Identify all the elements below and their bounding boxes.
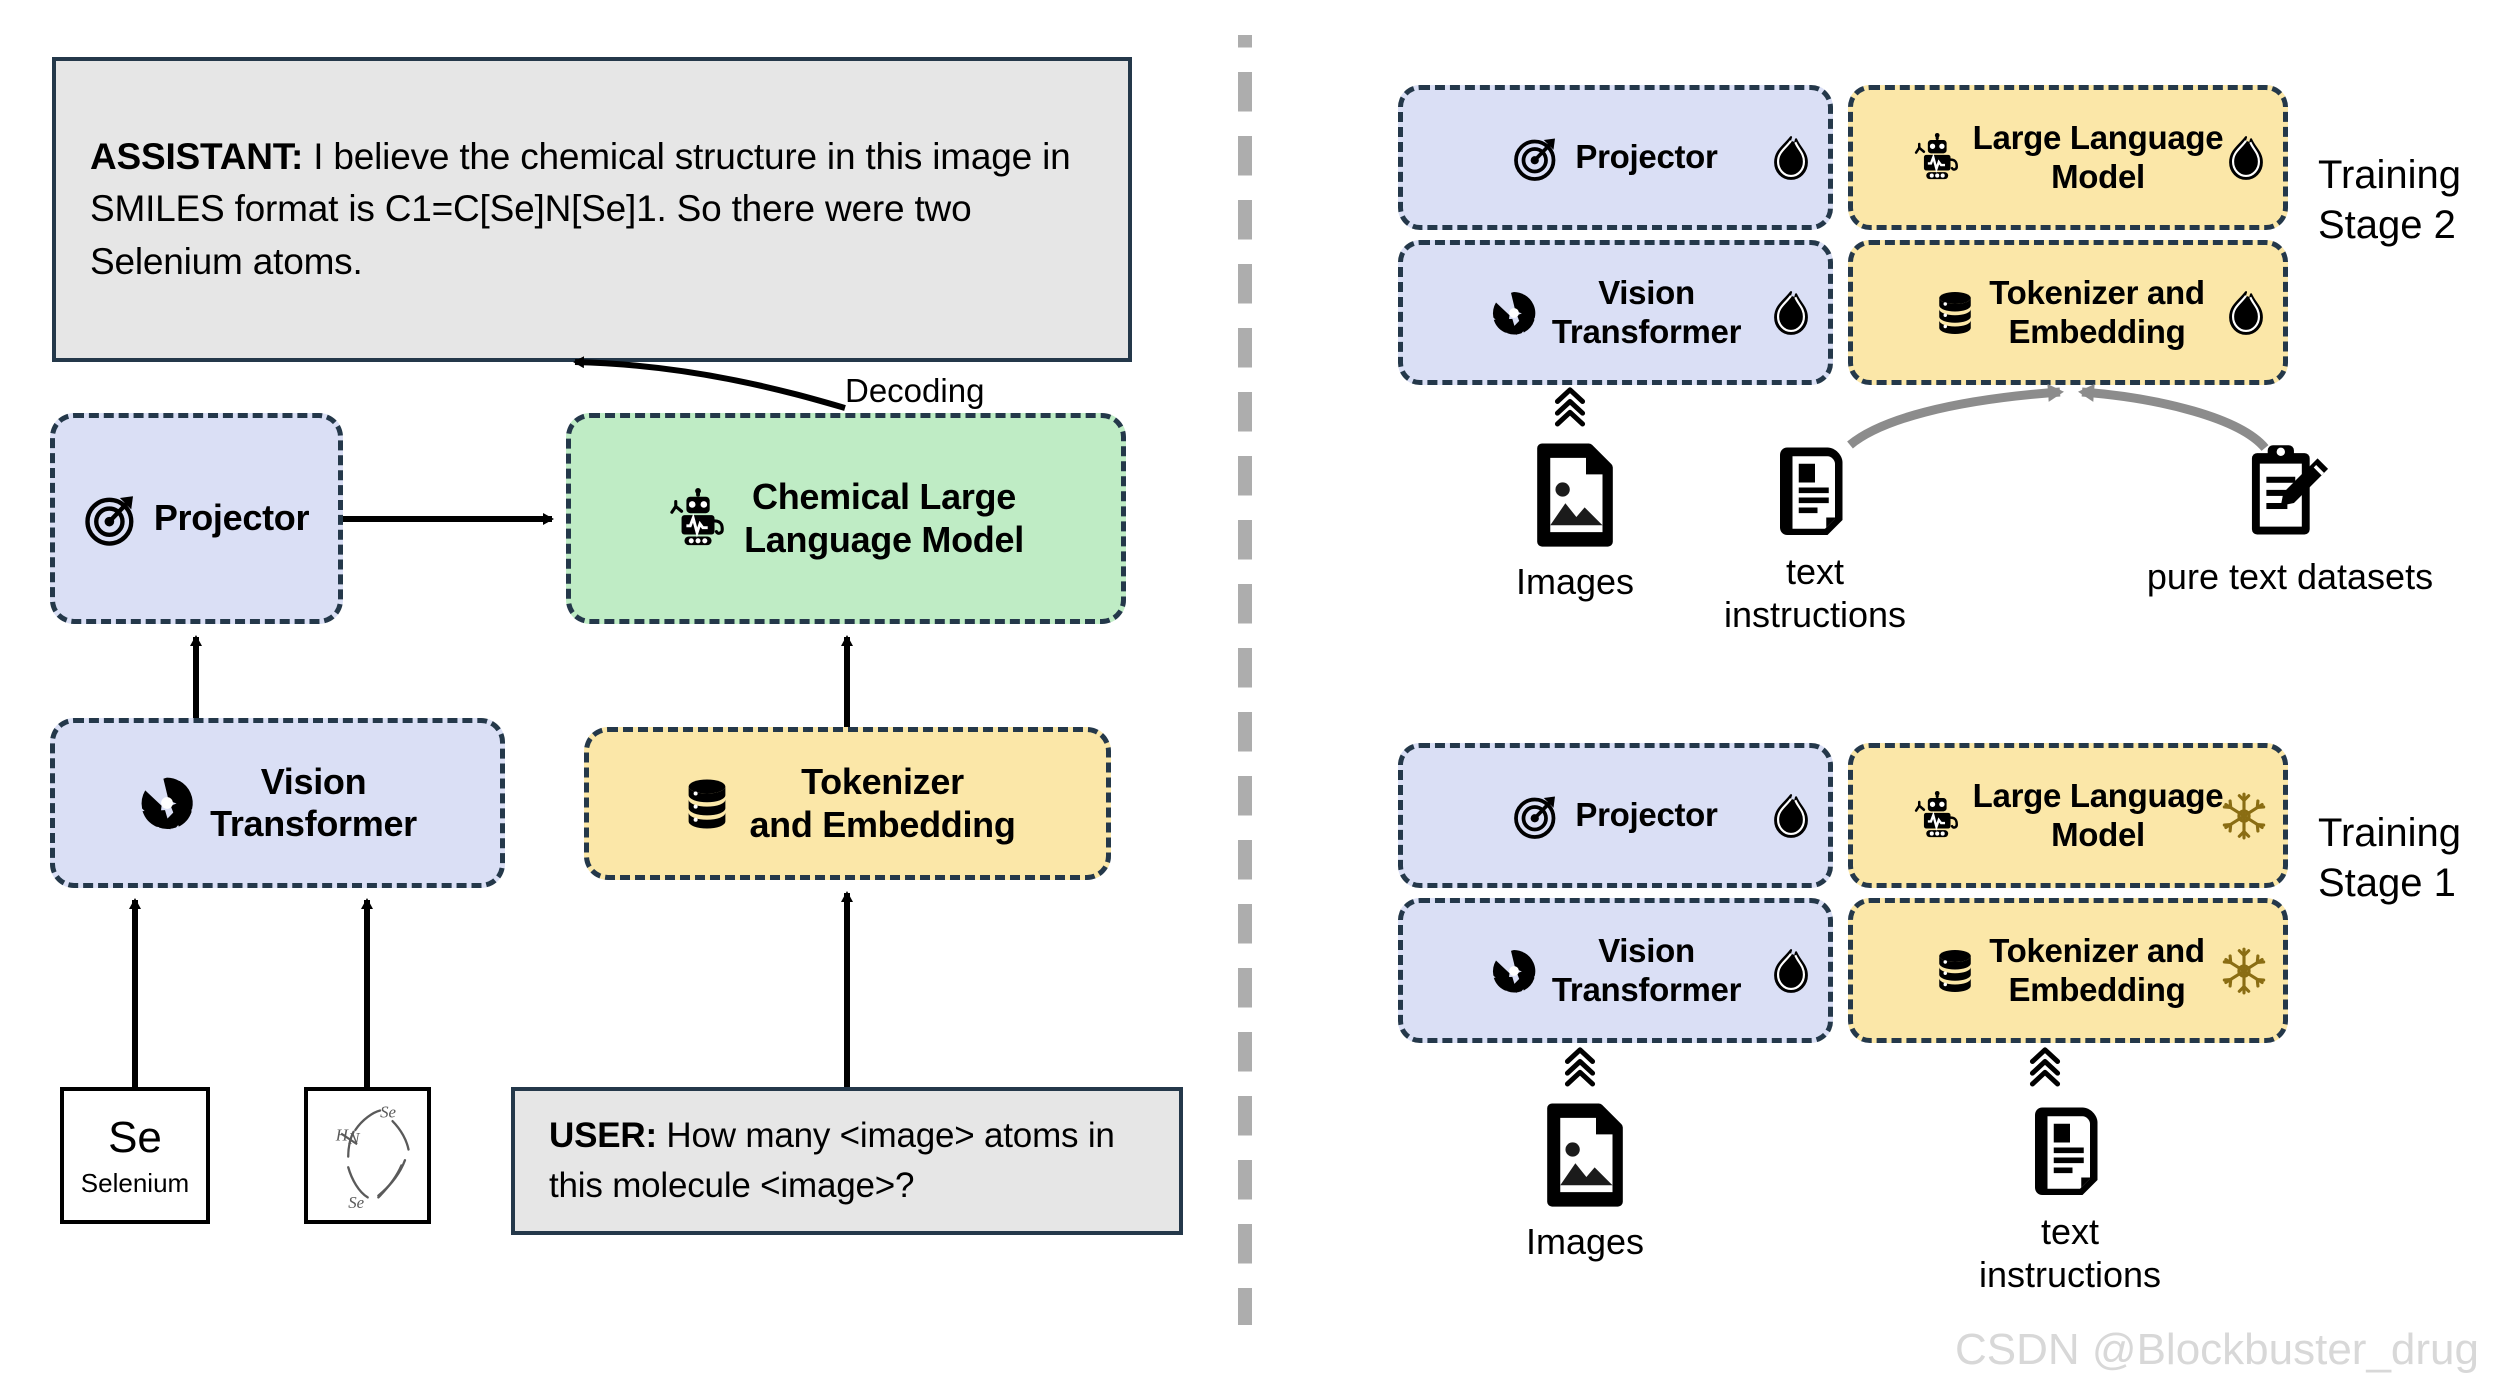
node-chemical-llm[interactable]: Chemical Large Language Model [566,413,1126,624]
element-symbol: Se [108,1112,162,1162]
arrow-text-instructions-to-tokenizer-stage2 [1847,383,2064,449]
stage1-node-llm-label: Large Language Model [1972,776,2224,853]
target-icon [84,491,140,547]
snowflake-icon [2219,791,2269,841]
stage2-node-projector[interactable]: Projector [1398,85,1833,230]
molecule-sketch-icon [308,1091,431,1224]
stage1-node-vision-transformer[interactable]: Vision Transformer [1398,898,1833,1043]
node-tokenizer-embedding[interactable]: Tokenizer and Embedding [584,727,1111,880]
assistant-message-text: ASSISTANT: I believe the chemical struct… [56,131,1128,289]
text-document-icon [1775,440,1855,540]
element-tile-selenium: Se Selenium [60,1087,210,1224]
database-icon [1931,289,1979,337]
stage1-node-llm[interactable]: Large Language Model [1848,743,2288,888]
stage2-source-text-instructions: text instructions [1700,440,1930,636]
stage2-source-text-instructions-label: text instructions [1723,551,1907,636]
text-document-icon [2030,1100,2110,1200]
assistant-role-label: ASSISTANT: [90,135,304,177]
user-message-box: USER: How many <image> atoms in this mol… [511,1087,1183,1235]
assistant-message-box: ASSISTANT: I believe the chemical struct… [52,57,1132,362]
stage2-node-vision-transformer[interactable]: Vision Transformer [1398,240,1833,385]
assistant-message-body: I believe the chemical structure in this… [90,135,1071,282]
arrow-decoding [573,356,846,411]
node-vision-transformer[interactable]: Vision Transformer [50,718,505,888]
watermark: CSDN @Blockbuster_drug [1955,1325,2479,1374]
clipboard-pencil-icon [2240,440,2340,545]
stage2-node-vision-transformer-label: Vision Transformer [1551,273,1742,350]
flame-icon [1768,793,1814,839]
aperture-icon [138,774,196,832]
stage2-node-llm-label: Large Language Model [1972,118,2224,195]
target-icon [1513,792,1561,840]
image-file-icon [1541,1100,1629,1210]
chevrons-up-icon [1567,1050,1592,1084]
stage2-source-images-label: Images [1515,561,1635,602]
image-file-icon [1531,440,1619,550]
stage2-source-pure-text-datasets-label: pure text datasets [2146,556,2434,597]
stage1-source-text-instructions: text instructions [1955,1100,2185,1296]
stage2-node-tokenizer-label: Tokenizer and Embedding [1989,273,2205,350]
aperture-icon [1490,289,1538,337]
stage1-node-vision-transformer-label: Vision Transformer [1551,931,1742,1008]
flame-icon [1768,290,1814,336]
stage1-node-projector-label: Projector [1575,796,1718,834]
flame-icon [2223,135,2269,181]
aperture-icon [1490,947,1538,995]
robot-icon [1913,791,1963,841]
user-message-text: USER: How many <image> atoms in this mol… [515,1111,1179,1210]
node-projector[interactable]: Projector [50,413,343,624]
target-icon [1513,134,1561,182]
database-icon [679,776,735,832]
stage2-source-pure-text-datasets: pure text datasets [2090,440,2490,598]
decoding-label: Decoding [845,372,985,409]
stage1-node-projector[interactable]: Projector [1398,743,1833,888]
stage1-source-images: Images [1490,1100,1680,1263]
flame-icon [1768,948,1814,994]
node-vision-transformer-label: Vision Transformer [210,760,417,844]
flame-icon [2223,290,2269,336]
stage2-node-llm[interactable]: Large Language Model [1848,85,2288,230]
stage1-source-images-label: Images [1525,1221,1645,1262]
stage1-node-tokenizer[interactable]: Tokenizer and Embedding [1848,898,2288,1043]
robot-icon [668,488,730,550]
chevrons-up-icon [1557,390,1582,424]
node-projector-label: Projector [153,497,310,539]
user-role-label: USER: [549,1116,657,1156]
element-name: Selenium [80,1167,190,1198]
stage2-caption: Training Stage 2 [2318,153,2462,247]
database-icon [1931,947,1979,995]
stage2-source-images: Images [1480,440,1670,603]
panel-divider [1238,35,1252,1325]
stage2-node-tokenizer[interactable]: Tokenizer and Embedding [1848,240,2288,385]
node-tokenizer-embedding-label: Tokenizer and Embedding [749,761,1016,845]
snowflake-icon [2219,946,2269,996]
stage1-node-tokenizer-label: Tokenizer and Embedding [1989,931,2205,1008]
node-chemical-llm-label: Chemical Large Language Model [744,476,1024,560]
molecule-sketch-tile [304,1087,431,1224]
stage1-source-text-instructions-label: text instructions [1978,1211,2162,1296]
flame-icon [1768,135,1814,181]
stage1-caption: Training Stage 1 [2318,811,2462,905]
robot-icon [1913,133,1963,183]
stage2-node-projector-label: Projector [1575,138,1718,176]
chevrons-up-icon [2032,1050,2057,1084]
user-message-body: How many <image> atoms in this molecule … [549,1116,1115,1205]
